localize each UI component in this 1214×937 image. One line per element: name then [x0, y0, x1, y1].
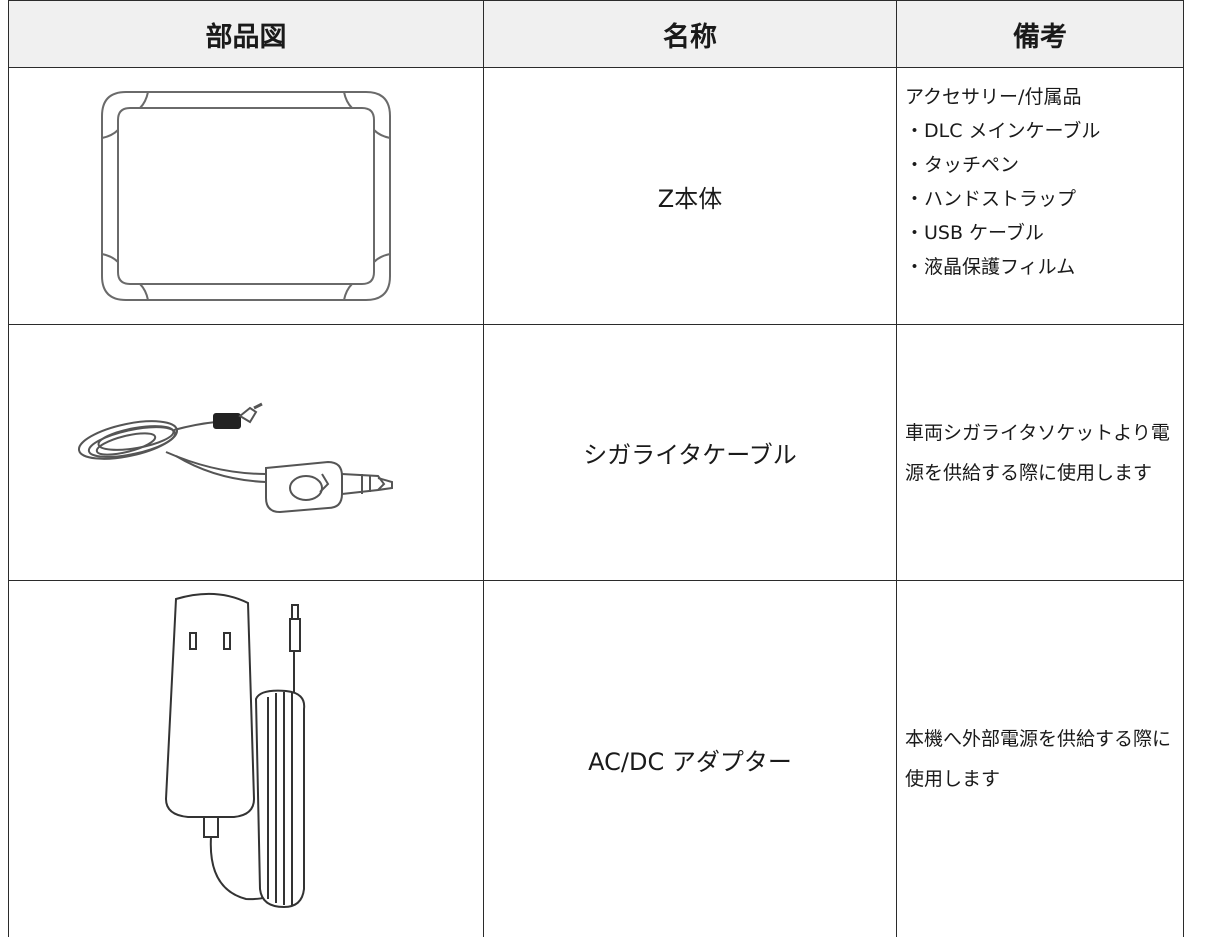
header-diagram: 部品図: [9, 1, 484, 68]
remarks-cell: アクセサリー/付属品 ・DLC メインケーブル ・タッチペン ・ハンドストラップ…: [897, 68, 1184, 325]
remarks-line: ・USB ケーブル: [905, 216, 1177, 250]
remarks-line: アクセサリー/付属品: [905, 80, 1177, 114]
table-row: Z本体 アクセサリー/付属品 ・DLC メインケーブル ・タッチペン ・ハンドス…: [9, 68, 1184, 325]
remarks-text: 本機へ外部電源を供給する際に使用します: [905, 719, 1177, 799]
part-name: Z本体: [484, 68, 897, 325]
part-name: AC/DC アダプター: [484, 581, 897, 937]
image-cell: [9, 581, 484, 937]
ac-dc-adapter-icon: [136, 589, 356, 929]
tablet-device-icon: [96, 86, 396, 306]
cigarette-lighter-cable-icon: [66, 378, 426, 528]
remarks-text: 車両シガライタソケットより電源を供給する際に使用します: [905, 413, 1177, 493]
header-remarks: 備考: [897, 1, 1184, 68]
table-row: AC/DC アダプター 本機へ外部電源を供給する際に使用します: [9, 581, 1184, 937]
remarks-cell: 本機へ外部電源を供給する際に使用します: [897, 581, 1184, 937]
remarks-line: ・タッチペン: [905, 148, 1177, 182]
remarks-line: ・DLC メインケーブル: [905, 114, 1177, 148]
remarks-cell: 車両シガライタソケットより電源を供給する際に使用します: [897, 325, 1184, 581]
image-cell: [9, 325, 484, 581]
part-name: シガライタケーブル: [484, 325, 897, 581]
header-row: 部品図 名称 備考: [9, 1, 1184, 68]
parts-table: 部品図 名称 備考: [8, 0, 1184, 937]
header-name: 名称: [484, 1, 897, 68]
table-row: シガライタケーブル 車両シガライタソケットより電源を供給する際に使用します: [9, 325, 1184, 581]
remarks-line: ・ハンドストラップ: [905, 182, 1177, 216]
image-cell: [9, 68, 484, 325]
remarks-line: ・液晶保護フィルム: [905, 250, 1177, 284]
